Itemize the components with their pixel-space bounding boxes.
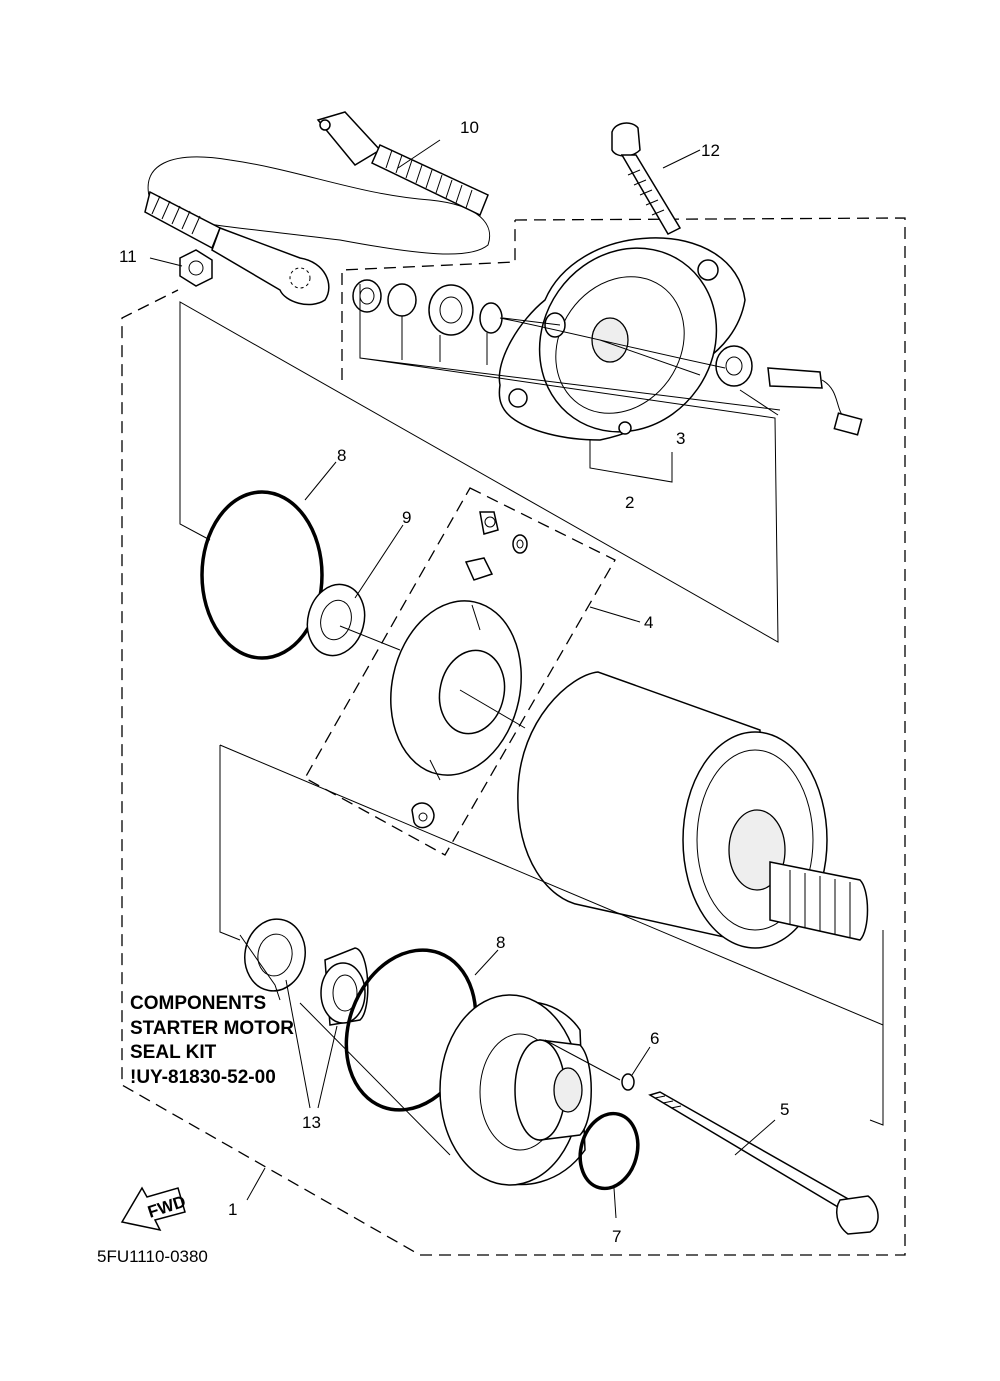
- washer-small: [352, 279, 382, 313]
- washer-insulator: [387, 283, 417, 317]
- through-bolt-part-5: [648, 1091, 879, 1235]
- brush-holder-plate-part-4: [390, 511, 528, 829]
- note-line-seal-kit: SEAL KIT: [130, 1042, 217, 1063]
- o-ring-part-7: [578, 1111, 640, 1191]
- leader-9-to-plate: [339, 625, 526, 729]
- diagram-code: 5FU1110-0380: [97, 1247, 208, 1266]
- callout-10: 10: [460, 118, 479, 137]
- connector: [833, 412, 863, 436]
- callout-13: 13: [302, 1113, 321, 1132]
- callout-12: 12: [701, 141, 720, 160]
- o-ring-small: [479, 302, 503, 334]
- brush-kit-outline-dashed: [304, 487, 616, 856]
- terminal-cable-part: [144, 111, 490, 306]
- bracket-lines-armature: [219, 744, 884, 1126]
- callout-9: 9: [402, 508, 411, 527]
- bushing: [428, 284, 474, 336]
- callout-6: 6: [650, 1029, 659, 1048]
- callout-1: 1: [228, 1200, 237, 1219]
- o-ring-upper-part-8: [200, 490, 324, 660]
- yoke-armature-part: [517, 671, 869, 949]
- rear-cover-part: [352, 237, 863, 441]
- terminal-insulator: [715, 345, 753, 387]
- fwd-arrow-icon: FWD: [120, 1186, 188, 1232]
- callout-2: 2: [625, 493, 634, 512]
- note-line-part-number: !UY-81830-52-00: [130, 1067, 276, 1088]
- assembly-outline-dashed: [121, 217, 906, 1256]
- note-line-components: COMPONENTS: [130, 993, 266, 1014]
- terminal-bolt: [767, 367, 823, 389]
- bracket-lines-2-3: [179, 284, 781, 643]
- bracket-lines-front: [239, 934, 621, 1156]
- callout-7: 7: [612, 1227, 621, 1246]
- callout-leaders: [149, 139, 776, 1219]
- callout-5: 5: [780, 1100, 789, 1119]
- callout-4: 4: [644, 613, 653, 632]
- bolt-part-12: [611, 122, 682, 235]
- note-line-starter-motor: STARTER MOTOR: [130, 1018, 294, 1039]
- callout-3: 3: [676, 429, 685, 448]
- nut-part-11: [179, 249, 213, 287]
- callout-11: 11: [119, 247, 137, 266]
- callout-8-lower: 8: [496, 933, 505, 952]
- washer-part-9: [306, 583, 366, 657]
- small-o-ring-part-6: [621, 1073, 635, 1091]
- front-cover-part: [439, 994, 592, 1186]
- callout-8-upper: 8: [337, 446, 346, 465]
